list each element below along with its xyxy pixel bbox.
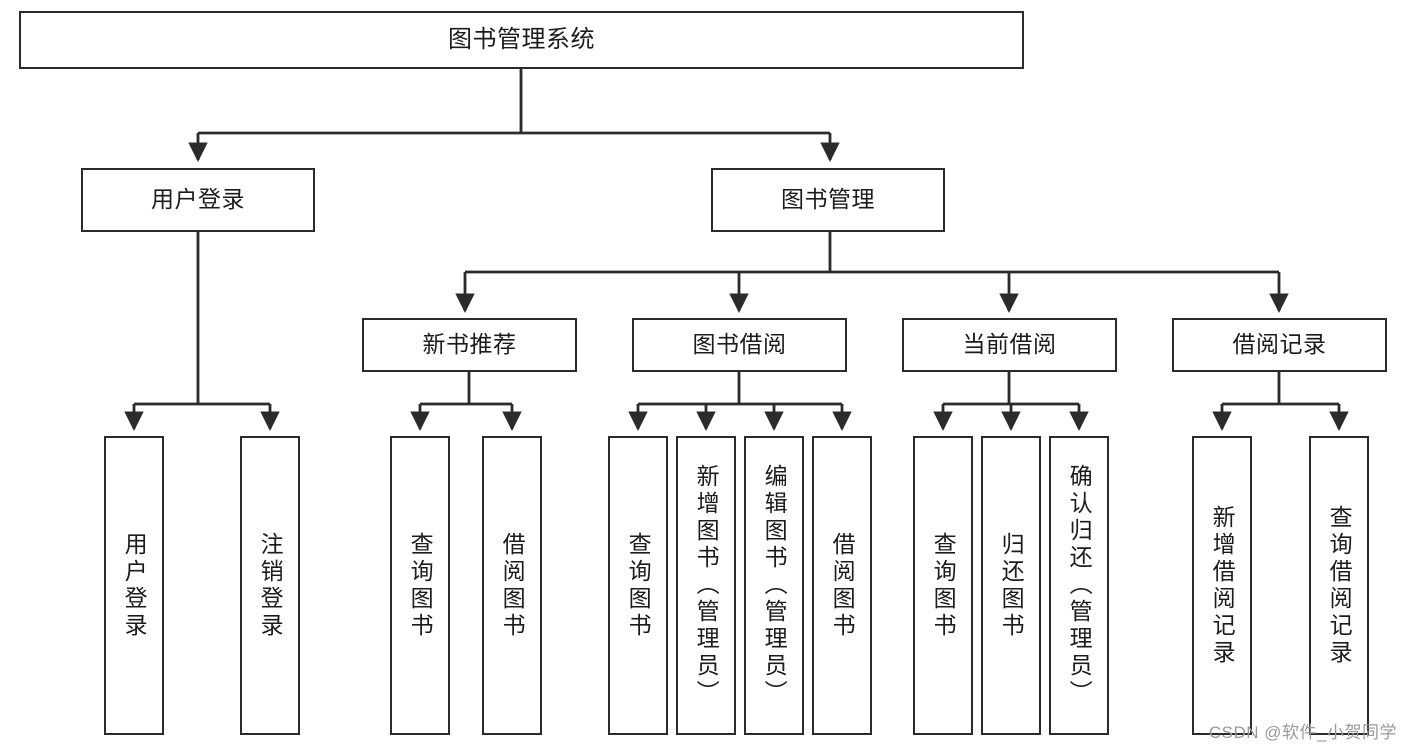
- leaf-borrow-book[interactable]: 借阅图书: [812, 436, 872, 735]
- leaf-new-book-query[interactable]: 查询图书: [390, 436, 450, 735]
- leaf-edit-book-admin[interactable]: 编辑图书（管理员）: [744, 436, 804, 735]
- leaf-query-borrow-record[interactable]: 查询借阅记录: [1309, 436, 1369, 735]
- node-label: 新增借阅记录: [1209, 504, 1236, 667]
- node-label: 图书管理: [781, 186, 875, 213]
- node-label: 查询图书: [407, 531, 434, 640]
- leaf-borrow-query-book[interactable]: 查询图书: [608, 436, 668, 735]
- leaf-user-logout[interactable]: 注销登录: [240, 436, 300, 735]
- node-label: 借阅图书: [829, 531, 856, 640]
- leaf-new-book-borrow[interactable]: 借阅图书: [482, 436, 542, 735]
- node-borrow-record[interactable]: 借阅记录: [1172, 318, 1387, 372]
- leaf-confirm-return-admin[interactable]: 确认归还（管理员）: [1049, 436, 1109, 735]
- node-label: 借阅图书: [499, 531, 526, 640]
- node-label: 查询图书: [625, 531, 652, 640]
- leaf-add-borrow-record[interactable]: 新增借阅记录: [1192, 436, 1252, 735]
- node-label: 新增图书（管理员）: [693, 464, 720, 707]
- leaf-return-book[interactable]: 归还图书: [981, 436, 1041, 735]
- node-label: 确认归还（管理员）: [1066, 464, 1093, 707]
- node-current-borrow[interactable]: 当前借阅: [902, 318, 1117, 372]
- node-user-login[interactable]: 用户登录: [81, 168, 315, 232]
- leaf-current-query-book[interactable]: 查询图书: [913, 436, 973, 735]
- node-book-management[interactable]: 图书管理: [711, 168, 945, 232]
- node-label: 图书借阅: [692, 331, 787, 358]
- node-new-book-recommend[interactable]: 新书推荐: [362, 318, 577, 372]
- node-label: 借阅记录: [1232, 331, 1327, 358]
- leaf-user-login[interactable]: 用户登录: [104, 436, 164, 735]
- node-label: 新书推荐: [422, 331, 517, 358]
- node-label: 当前借阅: [962, 331, 1057, 358]
- node-label: 用户登录: [151, 186, 245, 213]
- node-root-system[interactable]: 图书管理系统: [19, 11, 1024, 69]
- node-book-borrow[interactable]: 图书借阅: [632, 318, 847, 372]
- node-label: 图书管理系统: [448, 25, 595, 53]
- node-label: 编辑图书（管理员）: [761, 464, 788, 707]
- node-label: 用户登录: [121, 531, 148, 640]
- node-label: 查询图书: [930, 531, 957, 640]
- node-label: 归还图书: [998, 531, 1025, 640]
- node-label: 查询借阅记录: [1326, 504, 1353, 667]
- leaf-add-book-admin[interactable]: 新增图书（管理员）: [676, 436, 736, 735]
- node-label: 注销登录: [257, 531, 284, 640]
